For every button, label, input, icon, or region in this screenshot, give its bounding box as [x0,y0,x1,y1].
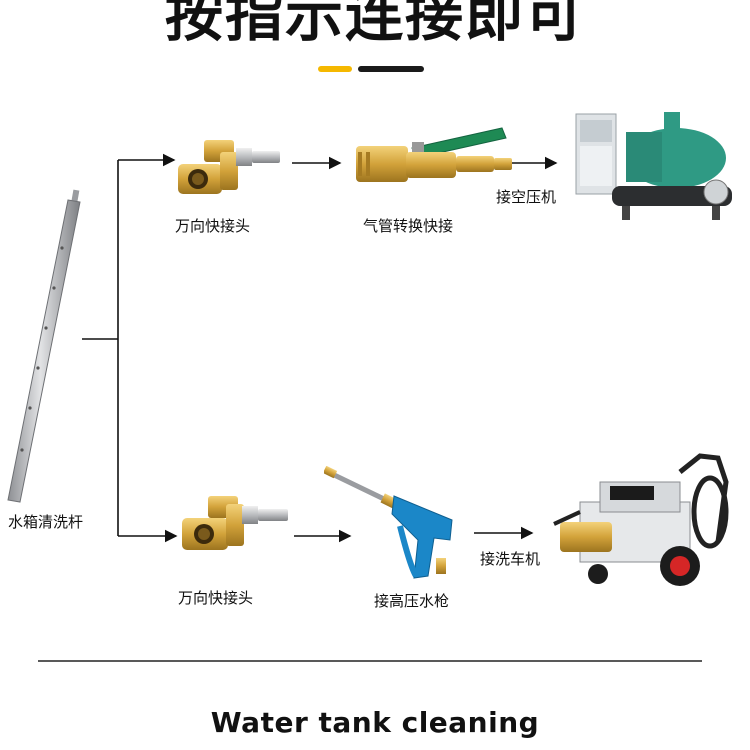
swivel-coupler-image [178,140,280,194]
compressor-label: 接空压机 [496,188,557,206]
swivel-coupler-image [182,496,288,550]
rod-label: 水箱清洗杆 [8,513,84,531]
upper-fitting-label: 万向快接头 [175,217,251,235]
title-accent-bar-yellow [318,66,352,72]
lower-fitting-label: 万向快接头 [178,589,254,607]
pressure-washer-image [553,453,729,586]
air-compressor-image [575,112,732,220]
spray-gun-image [324,466,453,579]
washer-label: 接洗车机 [480,550,541,568]
spray-gun-label: 接高压水枪 [374,592,450,610]
title-accent-bar-dark [358,66,424,72]
adapter-label: 气管转换快接 [363,217,454,235]
air-adapter-valve-image [356,127,512,182]
footer-caption: Water tank cleaning [210,706,540,739]
cleaning-rod-image [7,189,81,503]
page-title: 按指示连接即可 [164,0,585,49]
